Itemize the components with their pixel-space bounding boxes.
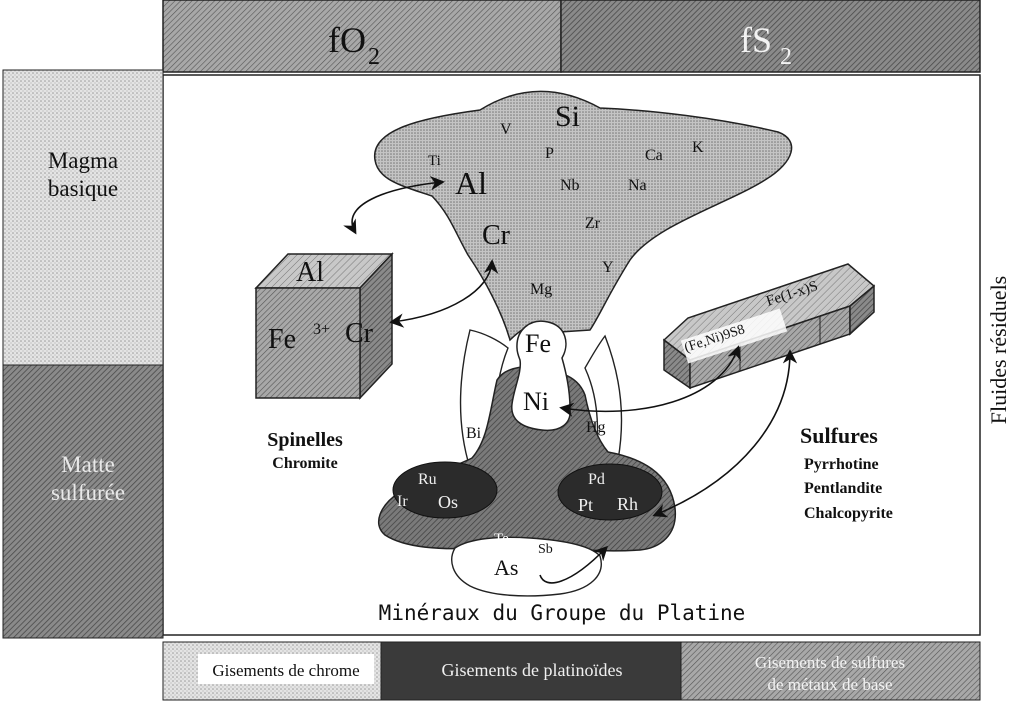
element-cr: Cr [482,220,511,251]
element-rh: Rh [617,494,638,514]
element-v: V [500,121,512,138]
bottom-band-sulfides: Gisements de sulfures de métaux de base [680,641,981,701]
pgm-pod-left [392,461,498,519]
element-fe: Fe [525,329,551,358]
pgm-caption: Minéraux du Groupe du Platine [379,601,746,625]
top-band-fo2: fO 2 [162,0,562,73]
element-te: Te [494,531,509,547]
element-bi: Bi [466,425,482,442]
element-as: As [494,555,518,580]
element-ni: Ni [523,387,549,416]
element-ti: Ti [428,153,441,169]
element-pd: Pd [588,471,605,488]
element-sb: Sb [538,542,553,557]
element-pt: Pt [578,495,593,515]
element-os: Os [438,492,458,512]
core-element-labels: Fe Ni Bi Hg Te Sb As [466,329,606,580]
pgm-right-labels: Pd Pt Rh [578,471,638,515]
spinel-cube [254,252,394,400]
magma-fan [374,90,793,342]
element-ru: Ru [418,471,437,488]
fo2-subscript: 2 [368,44,380,70]
bottom-platinoids-label: Gisements de platinoïdes [442,660,623,680]
element-k: K [692,139,704,156]
matte-label-2: sulfurée [51,480,125,505]
arrows [343,176,798,584]
magma-element-labels: Si V P Ca K Ti Al Nb Na Zr Cr Y Mg [428,100,704,298]
magma-label-2: basique [48,176,118,201]
fo2-label: fO [328,20,366,60]
element-si: Si [555,100,580,133]
bottom-band-platinoids: Gisements de platinoïdes [380,641,682,701]
element-y: Y [602,259,614,276]
element-p: P [545,145,554,162]
spinel-subtitle: Chromite [272,455,337,472]
sulfide-item-2: Pentlandite [804,480,882,497]
top-band-fs2: fS 2 [560,0,981,73]
spinel-title: Spinelles [267,429,343,451]
fluids-label: Fluides résiduels [986,276,1011,425]
element-al: Al [455,165,487,201]
sulfide-item-1: Pyrrhotine [804,456,879,473]
sulfide-title: Sulfures [800,423,878,448]
spinel-cr: Cr [345,318,374,349]
element-zr: Zr [585,215,601,232]
bottom-sulfides-label-2: de métaux de base [767,675,892,694]
fs2-subscript: 2 [780,44,792,70]
left-band-matte: Matte sulfurée [2,364,164,639]
bottom-band-chrome: Gisements de chrome [162,641,382,701]
spinel-al: Al [296,257,324,288]
magma-label-1: Magma [48,148,118,173]
element-ca: Ca [645,147,663,164]
left-band-magma: Magma basique [2,69,164,366]
element-na: Na [628,177,647,194]
element-nb: Nb [560,177,580,194]
bottom-sulfides-label-1: Gisements de sulfures [755,653,905,672]
spinel-labels: Al Fe 3+ Cr Spinelles Chromite [267,257,373,472]
as-blob [451,536,602,597]
element-hg: Hg [586,419,606,436]
pgm-left-labels: Ru Ir Os [397,471,458,512]
sulfide-item-3: Chalcopyrite [804,505,893,522]
element-mg: Mg [530,281,552,298]
spinel-fe: Fe [268,324,296,355]
fs2-label: fS [740,20,772,60]
pgm-pod-right [557,463,663,521]
element-ir: Ir [397,493,408,510]
bottom-chrome-label: Gisements de chrome [212,661,359,680]
fe-ni-blob [511,320,571,432]
matte-label-1: Matte [61,452,115,477]
spinel-fe-sup: 3+ [313,321,330,338]
